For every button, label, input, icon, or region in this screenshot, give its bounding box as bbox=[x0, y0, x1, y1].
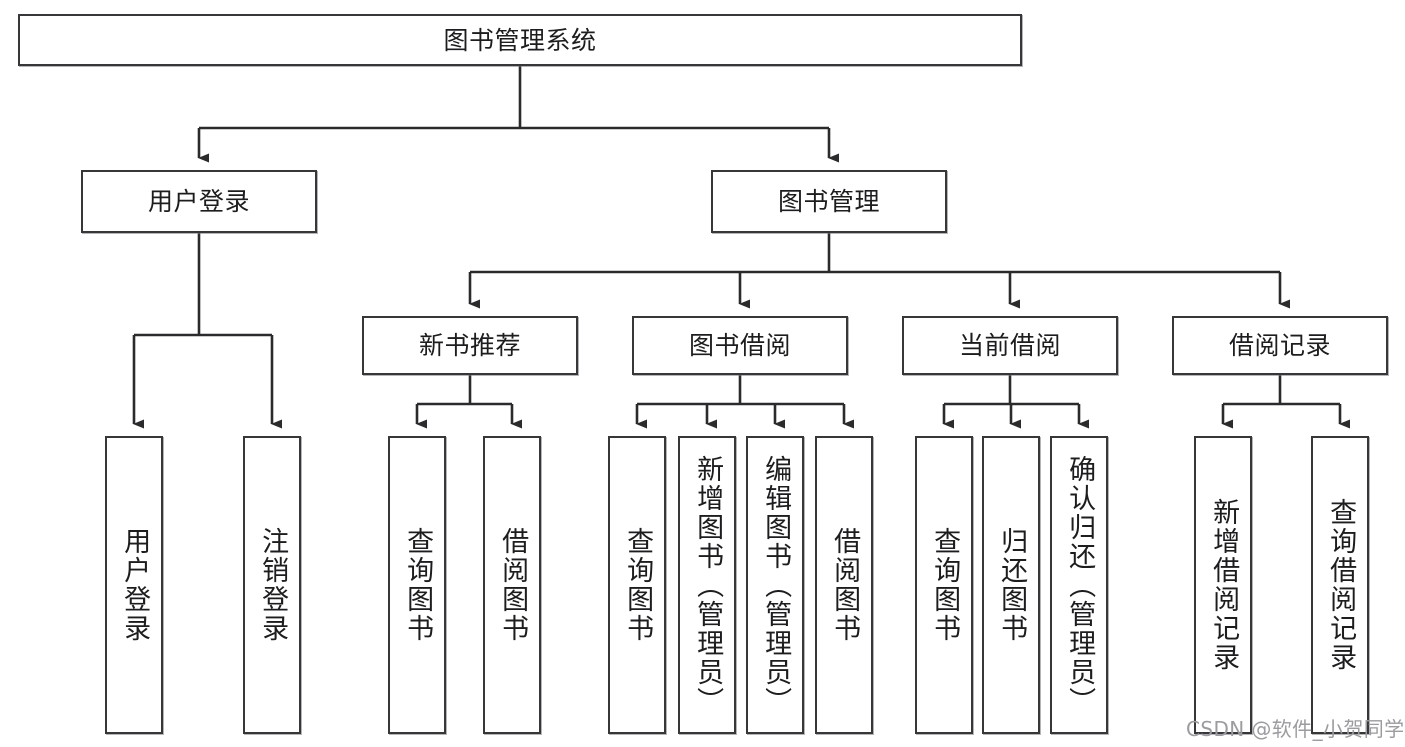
leaf-current-return-book[interactable]: 归还图书 bbox=[982, 436, 1040, 734]
node-root-system[interactable]: 图书管理系统 bbox=[18, 14, 1022, 66]
node-label: 新增借阅记录 bbox=[1208, 498, 1240, 672]
node-label: 查询借阅记录 bbox=[1325, 498, 1357, 672]
leaf-recommend-borrow-book[interactable]: 借阅图书 bbox=[483, 436, 541, 734]
node-label: 编辑图书（管理员） bbox=[760, 454, 792, 716]
leaf-recommend-query-book[interactable]: 查询图书 bbox=[388, 436, 446, 734]
leaf-current-confirm-return[interactable]: 确认归还（管理员） bbox=[1050, 436, 1108, 734]
node-label: 借阅记录 bbox=[1228, 331, 1331, 360]
leaf-borrow-query-book[interactable]: 查询图书 bbox=[608, 436, 666, 734]
node-label: 新增图书（管理员） bbox=[692, 454, 724, 716]
node-label: 借阅图书 bbox=[829, 527, 861, 643]
leaf-record-add-record[interactable]: 新增借阅记录 bbox=[1194, 436, 1252, 734]
node-label: 查询图书 bbox=[402, 527, 434, 643]
node-label: 当前借阅 bbox=[958, 331, 1061, 360]
node-label: 新书推荐 bbox=[418, 331, 521, 360]
node-label: 图书借阅 bbox=[688, 331, 791, 360]
leaf-record-query-record[interactable]: 查询借阅记录 bbox=[1311, 436, 1369, 734]
node-new-book-recommend[interactable]: 新书推荐 bbox=[362, 316, 578, 375]
node-label: 借阅图书 bbox=[497, 527, 529, 643]
node-label: 查询图书 bbox=[929, 527, 961, 643]
node-label: 查询图书 bbox=[622, 527, 654, 643]
node-label: 归还图书 bbox=[996, 527, 1028, 643]
node-label: 确认归还（管理员） bbox=[1064, 454, 1096, 716]
node-book-borrow[interactable]: 图书借阅 bbox=[632, 316, 848, 375]
leaf-borrow-edit-book[interactable]: 编辑图书（管理员） bbox=[746, 436, 804, 734]
leaf-user-login[interactable]: 用户登录 bbox=[105, 436, 163, 734]
csdn-watermark: CSDN @软件_小贺同学 bbox=[1186, 717, 1405, 741]
leaf-logout[interactable]: 注销登录 bbox=[243, 436, 301, 734]
leaf-borrow-borrow-book[interactable]: 借阅图书 bbox=[815, 436, 873, 734]
node-label: 图书管理系统 bbox=[443, 25, 597, 55]
node-label: 注销登录 bbox=[257, 527, 289, 643]
leaf-borrow-add-book[interactable]: 新增图书（管理员） bbox=[678, 436, 736, 734]
node-user-login[interactable]: 用户登录 bbox=[81, 170, 317, 233]
node-current-borrow[interactable]: 当前借阅 bbox=[902, 316, 1118, 375]
node-book-management[interactable]: 图书管理 bbox=[711, 170, 947, 233]
node-label: 图书管理 bbox=[777, 187, 880, 216]
leaf-current-query-book[interactable]: 查询图书 bbox=[915, 436, 973, 734]
node-borrow-record[interactable]: 借阅记录 bbox=[1172, 316, 1388, 375]
node-label: 用户登录 bbox=[147, 187, 250, 216]
node-label: 用户登录 bbox=[119, 527, 151, 643]
